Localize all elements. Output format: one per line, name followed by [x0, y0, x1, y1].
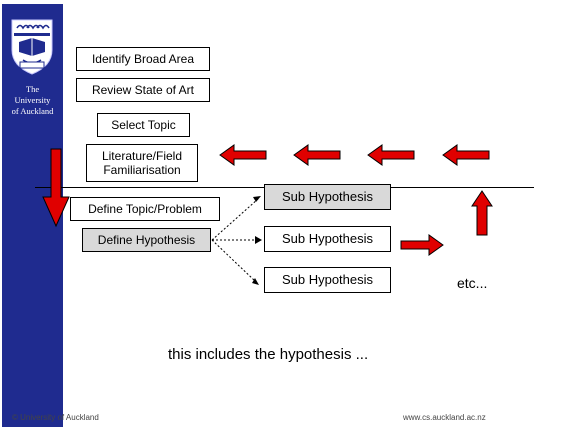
left-arrow-icon [219, 144, 267, 166]
down-arrow-icon [42, 148, 70, 228]
crest-icon [11, 19, 53, 75]
sub-hypothesis-box-1: Sub Hypothesis [264, 184, 391, 210]
university-name: The University of Auckland [2, 84, 63, 117]
arrowhead-icon [252, 278, 259, 285]
step-literature-familiarisation: Literature/Field Familiarisation [86, 144, 198, 182]
slide-caption: this includes the hypothesis ... [168, 346, 369, 363]
right-arrow-icon [400, 234, 444, 256]
footer-website: www.cs.auckland.ac.nz [403, 413, 486, 422]
step-select-topic: Select Topic [97, 113, 190, 137]
footer-copyright: © University of Auckland [12, 413, 99, 422]
step-identify-broad-area: Identify Broad Area [76, 47, 210, 71]
left-arrow-icon [293, 144, 341, 166]
sub-hypothesis-box-2: Sub Hypothesis [264, 226, 391, 252]
arrowhead-icon [253, 196, 261, 202]
dotted-connector-down [211, 239, 256, 282]
university-name-line-3: of Auckland [11, 106, 54, 116]
etc-label: etc... [457, 275, 488, 291]
step-define-hypothesis: Define Hypothesis [82, 228, 211, 252]
arrowhead-icon [255, 236, 262, 244]
step-review-state-of-art: Review State of Art [76, 78, 210, 102]
up-arrow-icon [471, 190, 493, 236]
left-arrow-icon [367, 144, 415, 166]
dotted-connector-up [211, 198, 259, 241]
university-name-line-1: The [25, 84, 40, 94]
left-arrow-icon [442, 144, 490, 166]
university-name-line-2: University [14, 95, 51, 105]
step-define-topic-problem: Define Topic/Problem [70, 197, 220, 221]
sub-hypothesis-box-3: Sub Hypothesis [264, 267, 391, 293]
